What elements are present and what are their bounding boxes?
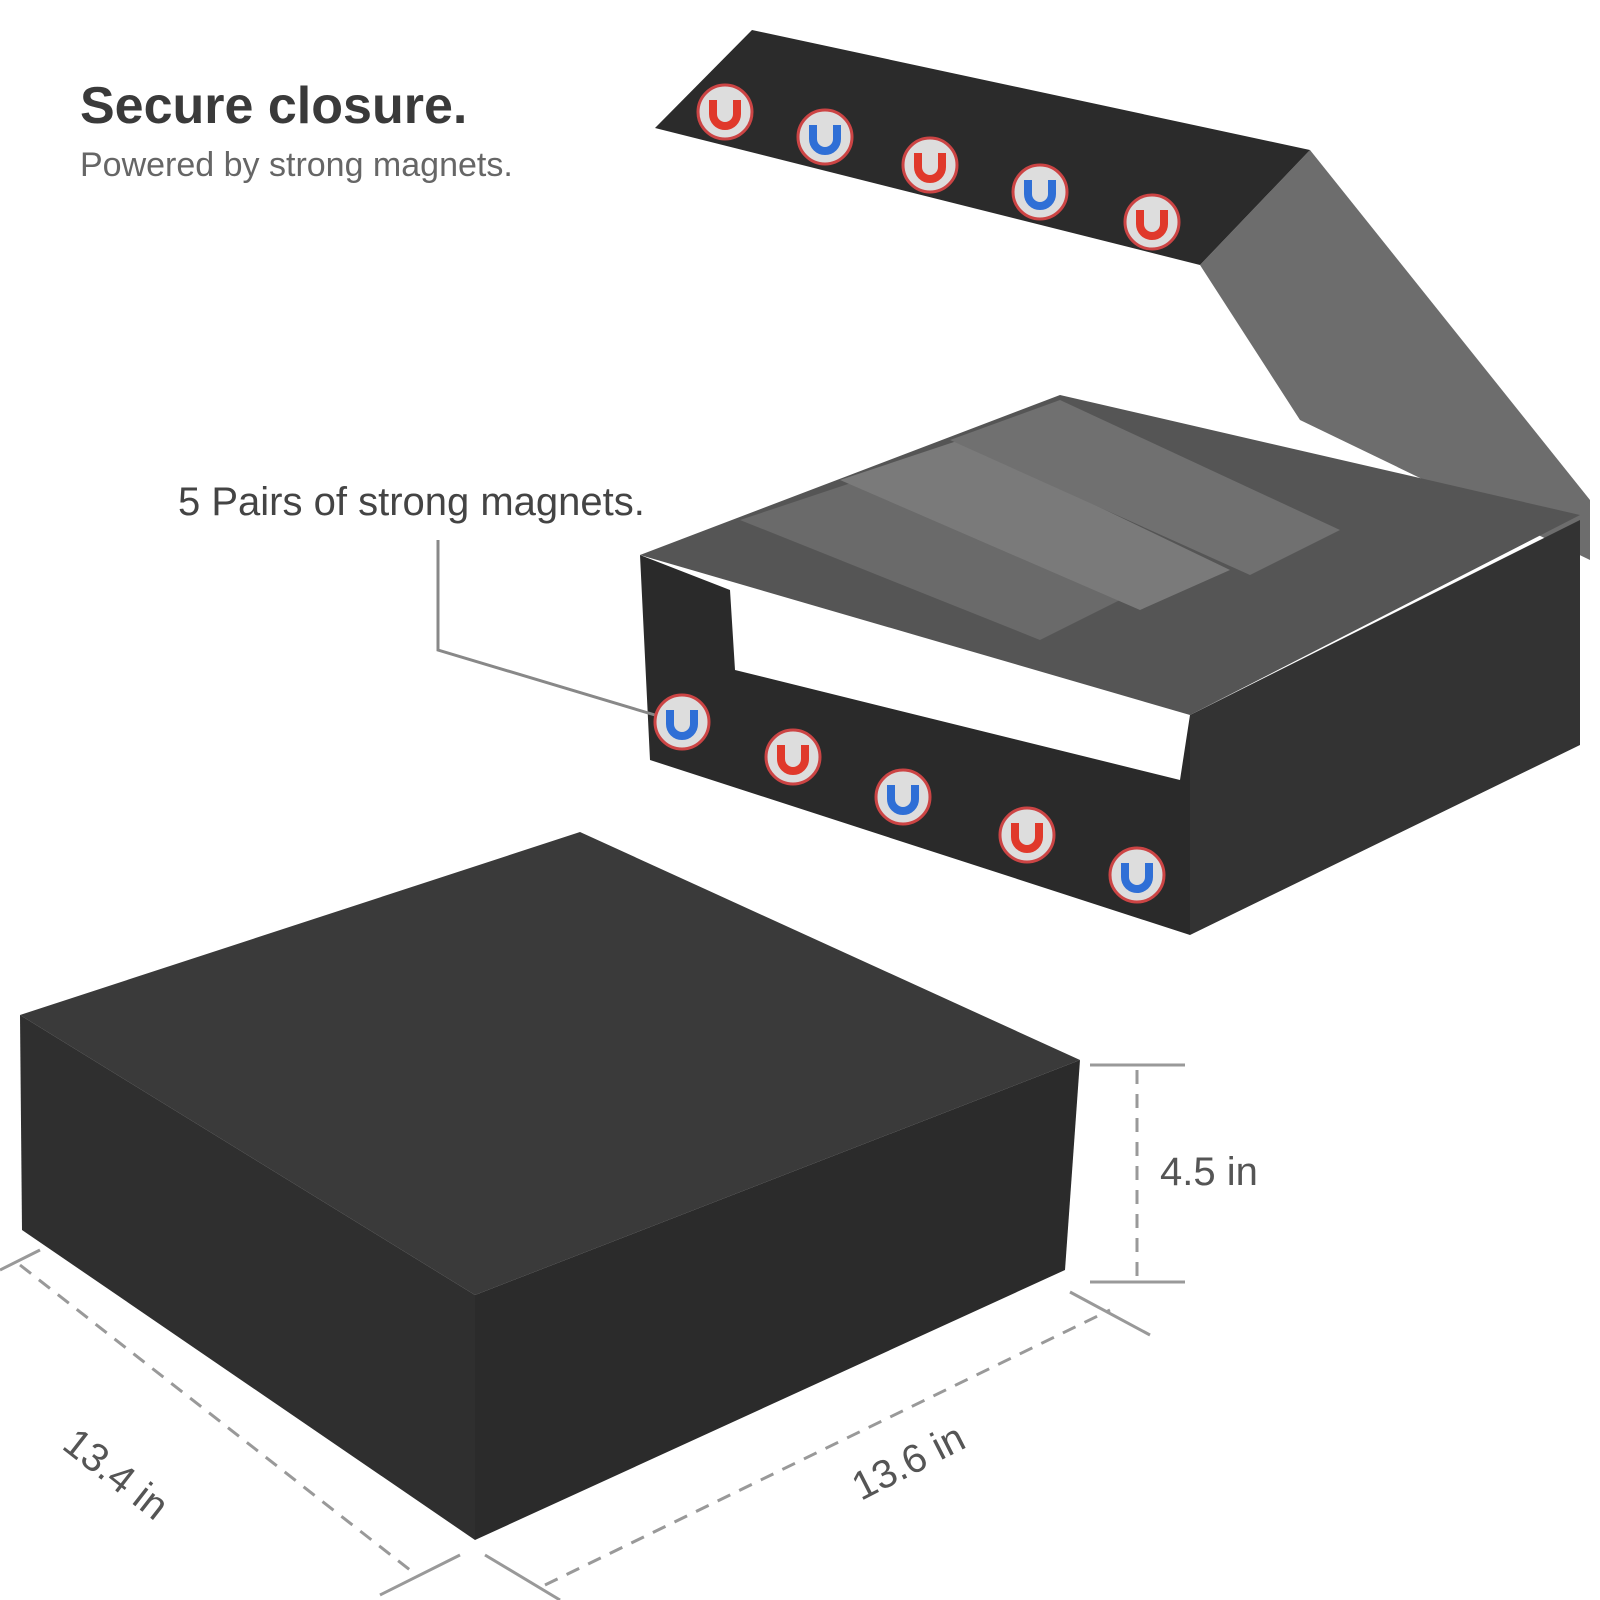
divider <box>740 480 1120 640</box>
closed-box-top <box>20 832 1080 1295</box>
magnet-icon <box>1108 846 1166 904</box>
magnet-icon <box>764 728 822 786</box>
magnet-icon <box>901 136 959 194</box>
magnet-callout: 5 Pairs of strong magnets. <box>178 480 645 524</box>
magnet-icon <box>653 693 711 751</box>
lid-strip <box>655 30 1310 265</box>
divider <box>840 440 1230 610</box>
magnet-icon <box>696 83 754 141</box>
box-side <box>1190 520 1580 935</box>
magnet-icon <box>1011 163 1069 221</box>
magnet-icon <box>874 768 932 826</box>
callout-line <box>436 540 656 717</box>
magnet-icon <box>1123 193 1181 251</box>
heading-subtitle: Powered by strong magnets. <box>80 146 513 184</box>
closed-box-left <box>20 1015 475 1540</box>
divider <box>950 400 1340 575</box>
magnet-icon <box>796 108 854 166</box>
closed-box-right <box>475 1060 1080 1540</box>
height-dimension: 4.5 in <box>1160 1150 1258 1194</box>
lid-inner <box>1200 150 1590 560</box>
magnet-icon <box>998 806 1056 864</box>
magnet-icons <box>653 83 1181 904</box>
dimension-lines <box>0 1063 1185 1600</box>
heading-title: Secure closure. <box>80 77 468 135</box>
